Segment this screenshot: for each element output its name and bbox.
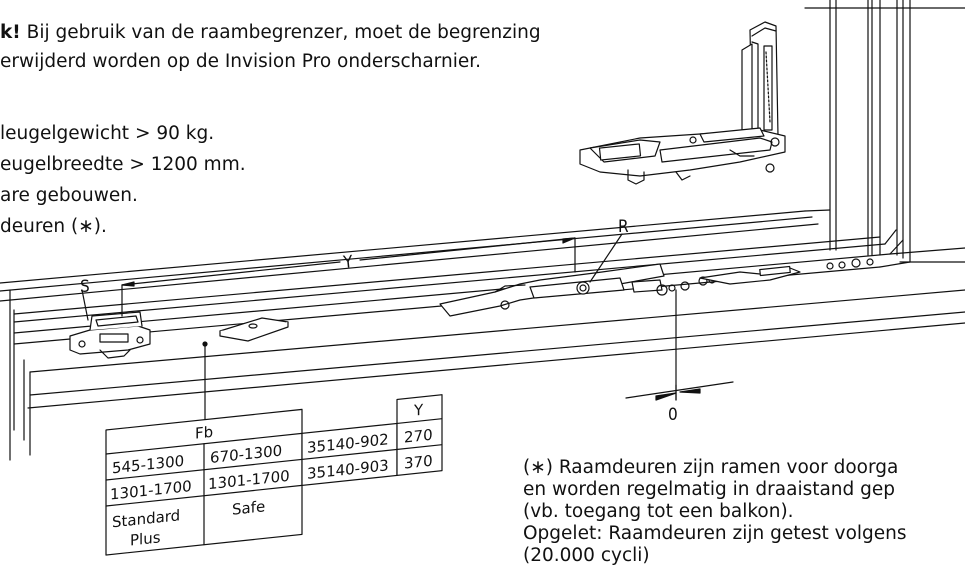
note-line-4: Opgelet: Raamdeuren zijn getest volgens — [523, 523, 907, 544]
frame-profile-top — [804, 0, 965, 263]
table-header-y: Y — [413, 401, 424, 420]
condition-weight: leugelgewicht > 90 kg. — [0, 123, 215, 144]
warning-bold: k! — [0, 22, 21, 43]
table-cell-safe: Safe — [232, 497, 265, 518]
s-block — [69, 311, 151, 359]
label-o: 0 — [668, 405, 678, 425]
note-line-2: en worden regelmatig in draaistand gep — [523, 479, 896, 500]
dimension-y — [121, 237, 576, 317]
condition-buildings: are gebouwen. — [0, 185, 138, 206]
middle-block — [202, 317, 289, 347]
warning-line-2: erwijderd worden op de Invision Pro onde… — [0, 51, 481, 72]
note-line-1: (∗) Raamdeuren zijn ramen voor doorga — [523, 457, 899, 478]
table-cell-plus: Plus — [130, 528, 161, 549]
r-leader — [589, 233, 623, 283]
condition-doors: deuren (∗). — [0, 216, 107, 237]
table-cell-r2c4: 370 — [404, 452, 433, 473]
label-s: S — [80, 277, 90, 297]
condition-width: eugelbreedte > 1200 mm. — [0, 154, 246, 175]
table-header-fb: Fb — [195, 423, 213, 443]
sash-rails — [0, 209, 965, 409]
spec-table: Fb Y 545-1300 670-1300 35140-902 270 130… — [105, 394, 443, 556]
note-line-3: (vb. toegang tot een balkon). — [523, 501, 794, 522]
left-profile — [9, 289, 31, 461]
r-mechanism — [439, 258, 874, 401]
frame-corner — [879, 229, 911, 268]
o-marker — [625, 381, 734, 401]
note-line-5: (20.000 cycli) — [523, 545, 650, 566]
top-hinge — [741, 21, 779, 143]
label-y: Y — [341, 252, 354, 273]
s-leader — [81, 289, 89, 321]
table-cell-r1c4: 270 — [404, 426, 433, 447]
label-r: R — [618, 217, 629, 237]
warning-text-1: Bij gebruik van de raambegrenzer, moet d… — [20, 22, 541, 43]
warning-line-1: k! Bij gebruik van de raambegrenzer, moe… — [0, 22, 541, 44]
hinge-plate — [579, 127, 786, 185]
